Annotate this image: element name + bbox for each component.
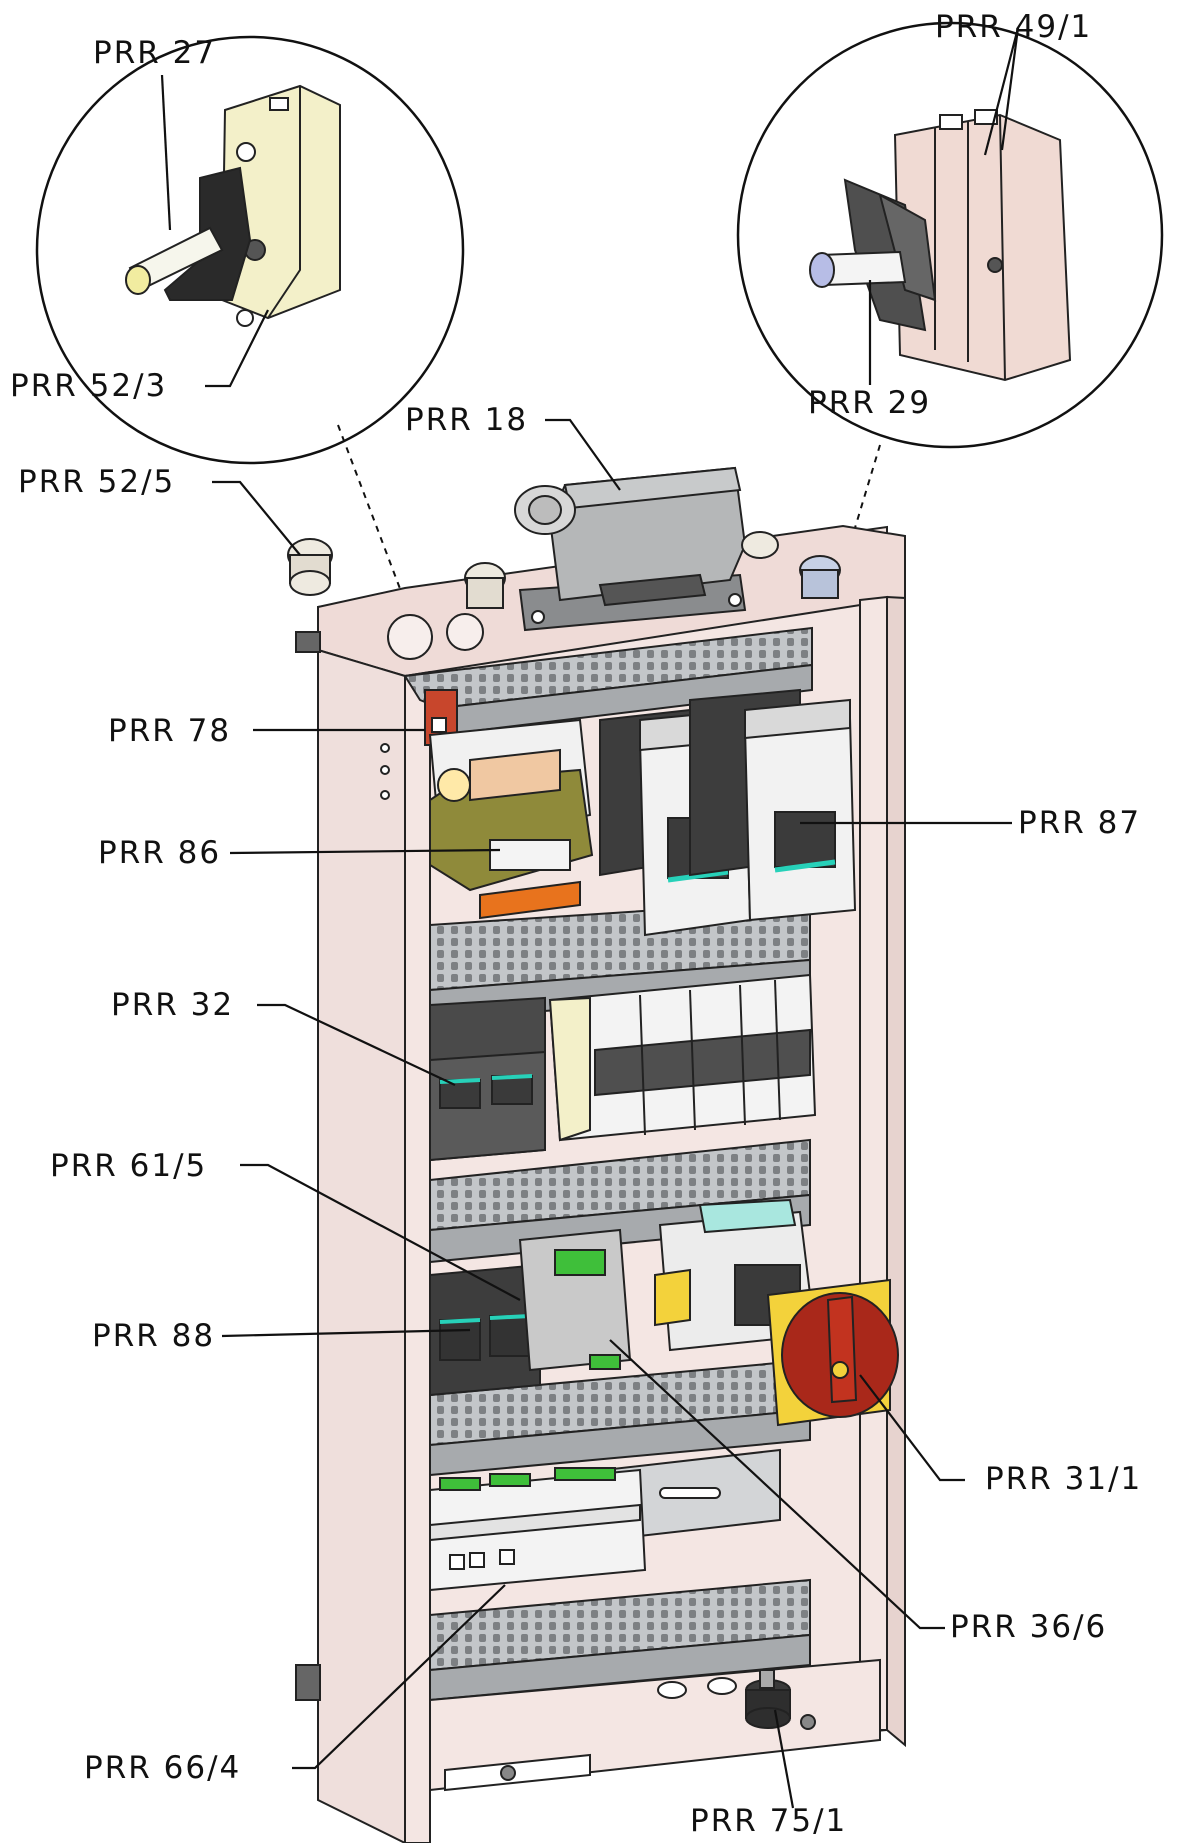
transformer bbox=[428, 718, 594, 920]
callout-prr-87: PRR 87 bbox=[1018, 805, 1142, 841]
callout-prr-78: PRR 78 bbox=[108, 713, 232, 749]
callout-prr-61-5: PRR 61/5 bbox=[50, 1148, 208, 1184]
auxiliary-contactors bbox=[429, 1263, 541, 1397]
callout-prr-86: PRR 86 bbox=[98, 835, 222, 871]
detail-circle-left bbox=[35, 35, 465, 465]
callout-prr-32: PRR 32 bbox=[111, 987, 235, 1023]
callout-prr-36-6: PRR 36/6 bbox=[950, 1609, 1108, 1645]
bottom-cable-gland bbox=[745, 1669, 791, 1729]
callout-prr-29: PRR 29 bbox=[808, 385, 932, 421]
cable-glands bbox=[287, 531, 841, 609]
callout-prr-52-3: PRR 52/3 bbox=[10, 368, 168, 404]
callout-prr-49-1: PRR 49/1 bbox=[935, 9, 1093, 45]
motor-starters bbox=[429, 996, 546, 1162]
leader-lines bbox=[160, 27, 1020, 1809]
plc-module bbox=[429, 1467, 647, 1592]
main-switch bbox=[766, 1278, 899, 1427]
callout-prr-31-1: PRR 31/1 bbox=[985, 1461, 1143, 1497]
callout-prr-88: PRR 88 bbox=[92, 1318, 216, 1354]
callout-prr-27: PRR 27 bbox=[93, 35, 217, 71]
fuse-holder-detail-left bbox=[125, 84, 341, 327]
fuse-holder-detail-right bbox=[809, 109, 1072, 382]
callout-prr-52-5: PRR 52/5 bbox=[18, 464, 176, 500]
callout-prr-18: PRR 18 bbox=[405, 402, 529, 438]
callout-prr-75-1: PRR 75/1 bbox=[690, 1803, 848, 1839]
heavy-duty-connector bbox=[514, 466, 747, 632]
detail-circle-right bbox=[736, 21, 1164, 449]
callout-prr-66-4: PRR 66/4 bbox=[84, 1750, 242, 1786]
contactor-right bbox=[689, 688, 857, 922]
timer-relay bbox=[518, 1228, 632, 1372]
fuse-holders-row bbox=[548, 973, 817, 1142]
